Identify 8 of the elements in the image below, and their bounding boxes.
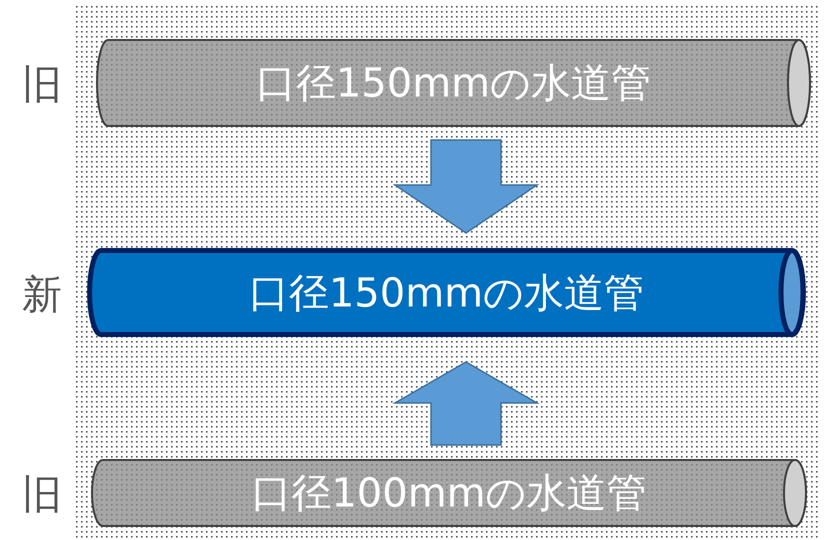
block-arrow <box>392 139 540 234</box>
block-arrow <box>392 361 540 446</box>
row-label: 新 <box>22 270 62 320</box>
row-label: 旧 <box>22 471 62 520</box>
pipe-label: 口径100mmの水道管 <box>250 470 648 516</box>
row-label: 旧 <box>22 61 62 110</box>
pipe-label: 口径150mmの水道管 <box>248 270 646 316</box>
pipe-label: 口径150mmの水道管 <box>254 60 652 106</box>
